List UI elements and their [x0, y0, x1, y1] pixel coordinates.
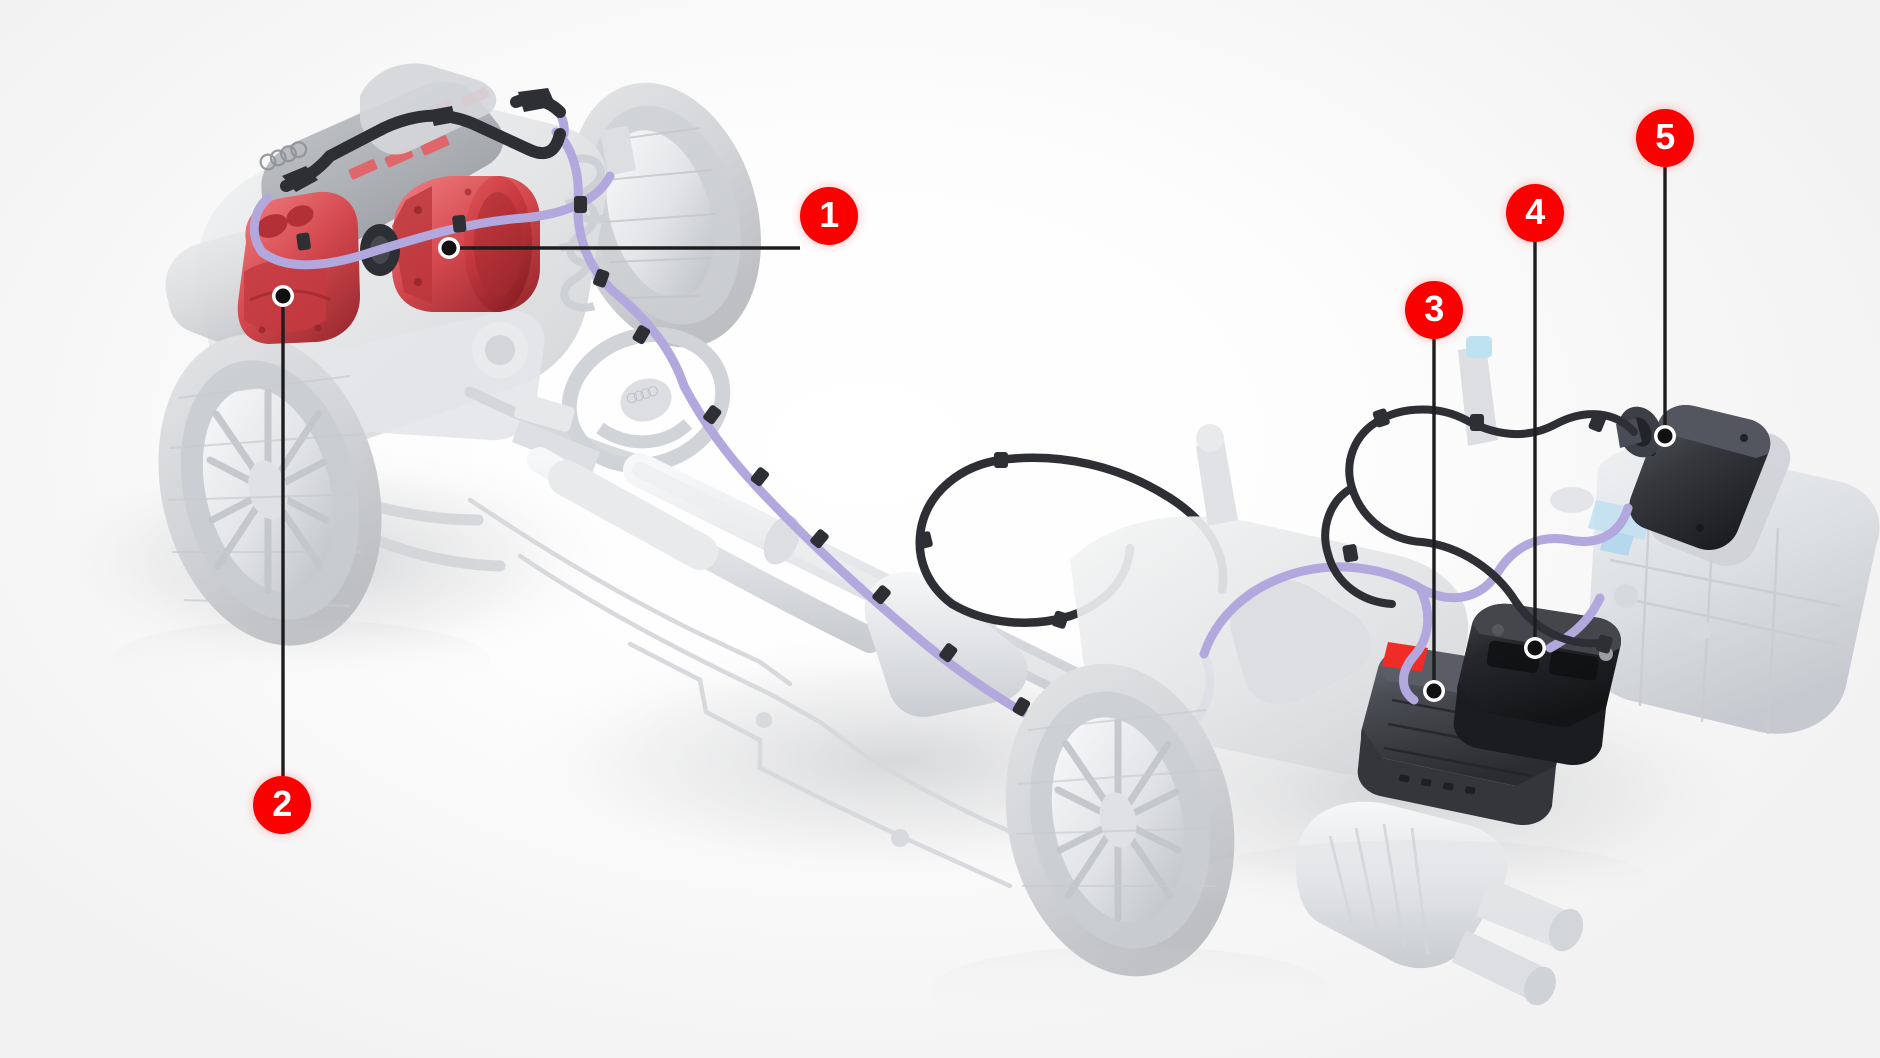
- front-powertrain-group: [158, 63, 761, 646]
- callout-marker-1-label: 1: [819, 194, 839, 235]
- callout-marker-3-label: 3: [1424, 288, 1444, 329]
- rear-left-wheel: [1005, 663, 1235, 977]
- callout-marker-2[interactable]: 2: [253, 776, 311, 834]
- hv-cable-clips-front: [296, 196, 651, 345]
- front-left-wheel: [158, 334, 382, 646]
- hv-cable-clips-tunnel: [703, 405, 1031, 717]
- callout-marker-5[interactable]: 5: [1636, 109, 1694, 167]
- drivetrain-tunnel-group: [467, 381, 1228, 889]
- callout-marker-3[interactable]: 3: [1405, 281, 1463, 339]
- callout-marker-4-label: 4: [1525, 191, 1545, 232]
- hv-cable-rear: [1199, 503, 1633, 705]
- callout-anchor-dots: [272, 237, 1676, 702]
- callout-marker-1[interactable]: 1: [800, 187, 858, 245]
- callout-marker-4[interactable]: 4: [1506, 184, 1564, 242]
- callout-marker-2-label: 2: [272, 783, 292, 824]
- four-rings-icon: [259, 141, 308, 171]
- fluid-lines: [467, 497, 1043, 889]
- callout-marker-5-label: 5: [1655, 116, 1675, 157]
- floor-reflection: [110, 620, 1650, 1034]
- steering-wheel: [561, 327, 731, 473]
